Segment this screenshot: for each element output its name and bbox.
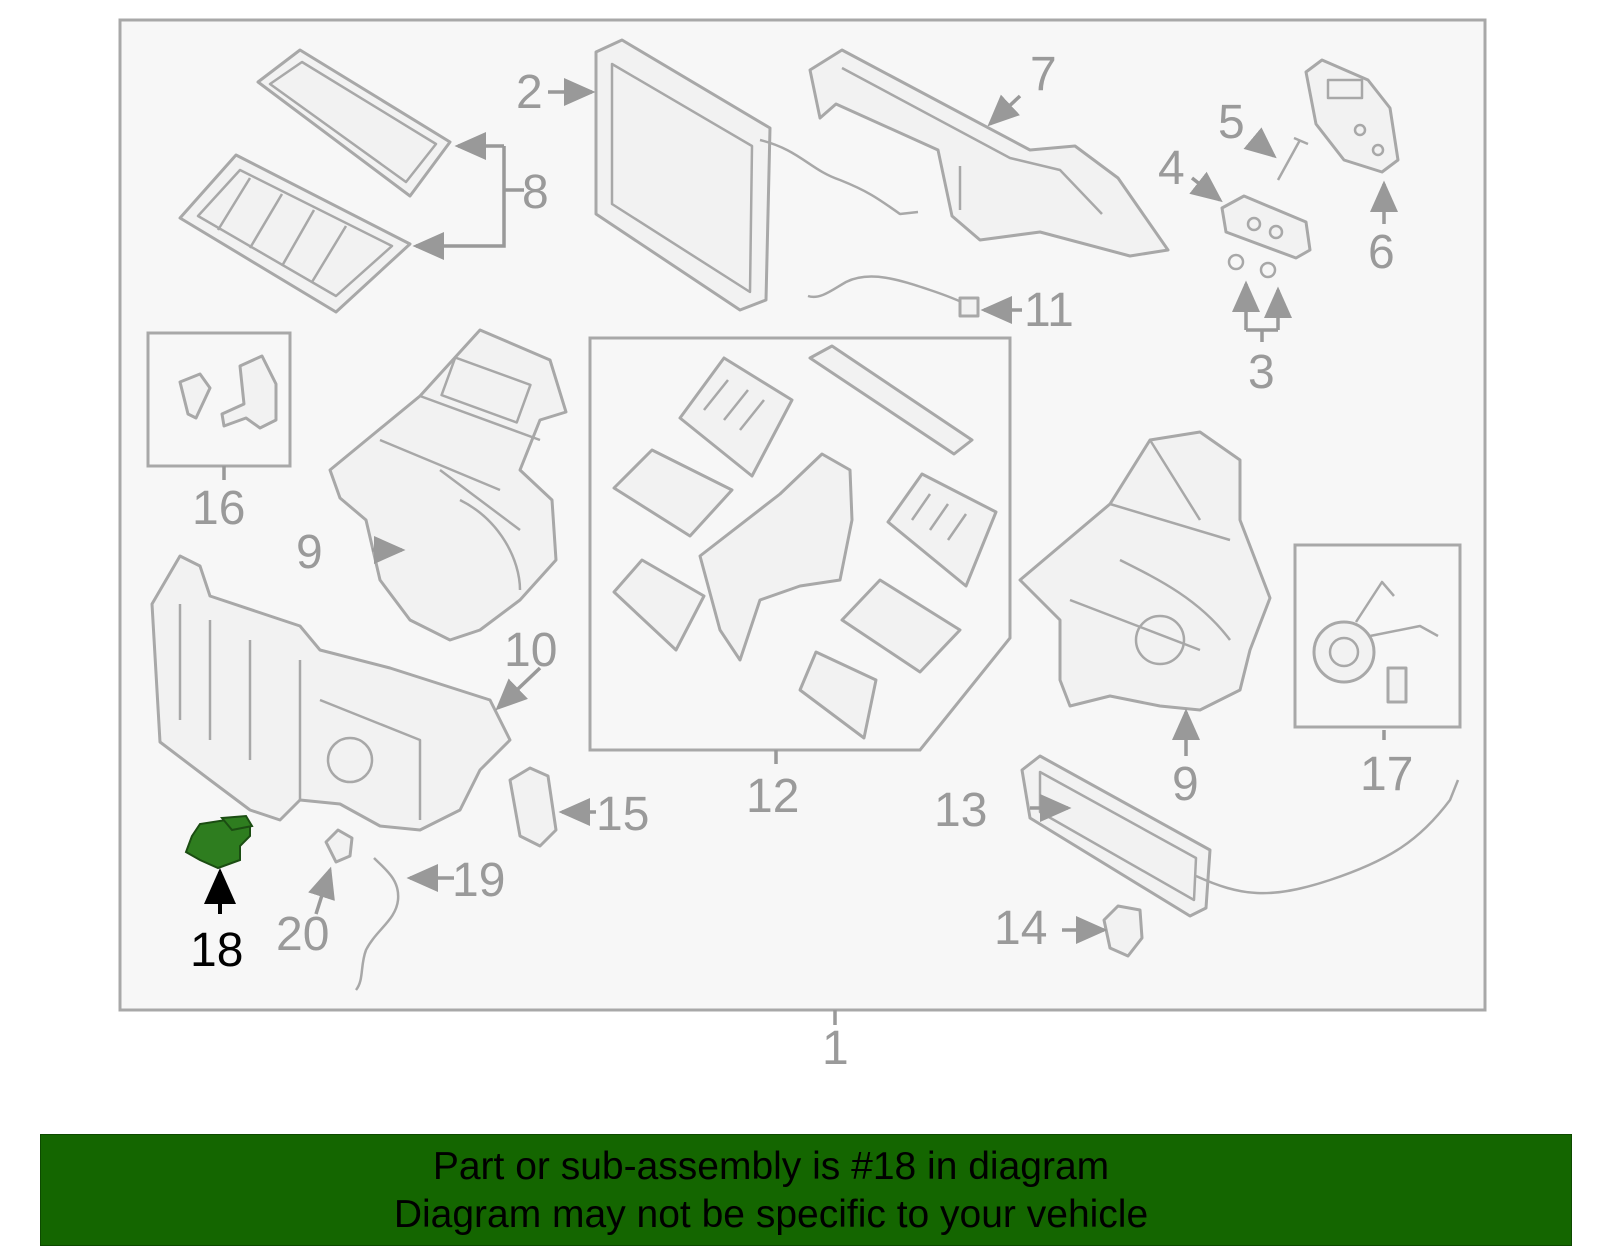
- leader-lines: [204, 78, 1398, 944]
- info-banner: Part or sub-assembly is #18 in diagram D…: [40, 1134, 1572, 1246]
- callout-6: 6: [1368, 226, 1395, 279]
- part-8-filters: [178, 48, 452, 314]
- part-3-orings: [1227, 253, 1277, 279]
- banner-line-disclaimer: Diagram may not be specific to your vehi…: [393, 1193, 1149, 1236]
- part-14-clip: [1102, 904, 1144, 958]
- part-11-sensor: [807, 275, 971, 308]
- box-16: [146, 331, 292, 468]
- callout-1: 1: [822, 1022, 849, 1075]
- part-6-plate: [1304, 58, 1400, 174]
- box-12: [588, 336, 1012, 752]
- callout-10: 10: [504, 624, 557, 677]
- callout-8: 8: [522, 166, 549, 219]
- callout-12: 12: [746, 770, 799, 823]
- part-10-housing: [150, 554, 512, 832]
- banner-line-part-number: Part or sub-assembly is #18 in diagram: [432, 1145, 1110, 1188]
- part-19-hose: [354, 857, 400, 991]
- callout-5: 5: [1218, 96, 1245, 149]
- callout-9-right: 9: [1172, 758, 1199, 811]
- callout-11: 11: [1024, 284, 1074, 337]
- part-16-clips: [178, 354, 278, 430]
- part-4-bracket: [1220, 194, 1312, 260]
- part-2-evaporator: [594, 38, 919, 312]
- part-12-doors: [612, 344, 998, 740]
- part-11-connector: [958, 296, 980, 318]
- callout-3: 3: [1248, 346, 1275, 399]
- part-5-bolt: [1276, 136, 1309, 181]
- part-9-housing-right: [1018, 430, 1272, 712]
- callout-18: 18: [190, 924, 243, 977]
- callout-20: 20: [276, 908, 329, 961]
- callout-2: 2: [516, 66, 543, 119]
- callout-9-left: 9: [296, 526, 323, 579]
- callout-7: 7: [1030, 48, 1057, 101]
- part-18-highlighted: [184, 814, 254, 870]
- part-20-plug: [324, 828, 354, 864]
- callout-17: 17: [1360, 748, 1413, 801]
- part-15-bracket: [508, 766, 558, 848]
- part-17-actuator: [1312, 580, 1439, 704]
- callout-16: 16: [192, 482, 245, 535]
- box-17: [1293, 543, 1462, 729]
- callout-4: 4: [1158, 142, 1185, 195]
- callout-13: 13: [934, 784, 987, 837]
- callout-15: 15: [596, 788, 649, 841]
- callout-19: 19: [452, 854, 505, 907]
- part-7-duct: [808, 48, 1170, 258]
- callout-14: 14: [994, 902, 1047, 955]
